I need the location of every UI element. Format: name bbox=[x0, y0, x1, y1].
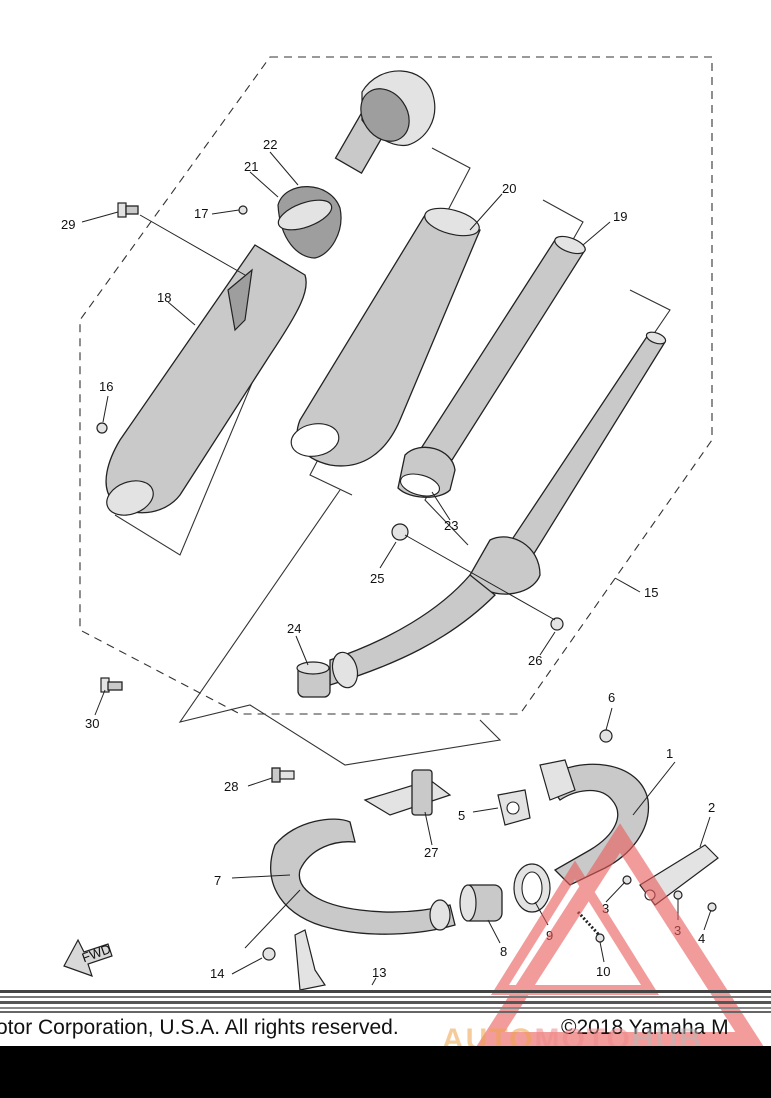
bolt-4-icon bbox=[707, 902, 717, 912]
callout-23: 23 bbox=[444, 518, 458, 533]
callout-28: 28 bbox=[224, 779, 238, 794]
callout-20: 20 bbox=[502, 181, 516, 196]
callout-16: 16 bbox=[99, 379, 113, 394]
callout-29: 29 bbox=[61, 217, 75, 232]
callout-7: 7 bbox=[214, 873, 221, 888]
front-pipe-7 bbox=[270, 818, 456, 935]
callout-8: 8 bbox=[500, 944, 507, 959]
callout-1: 1 bbox=[666, 746, 673, 761]
muffler-cover-18 bbox=[105, 244, 307, 516]
callout-22: 22 bbox=[263, 137, 277, 152]
bolt-16-icon bbox=[96, 422, 108, 434]
sleeve-8 bbox=[459, 884, 503, 922]
leader-lines bbox=[81, 151, 712, 986]
callout-21: 21 bbox=[244, 159, 258, 174]
bolt-30-icon bbox=[100, 677, 123, 693]
footer-copyright: otor Corporation, U.S.A. All rights rese… bbox=[0, 1014, 771, 1046]
callout-2: 2 bbox=[708, 800, 715, 815]
bolt-3b-icon bbox=[673, 890, 683, 900]
link-pipe-15 bbox=[329, 331, 667, 689]
spring-10 bbox=[576, 910, 602, 938]
muffler-body-20 bbox=[290, 207, 481, 467]
callout-6: 6 bbox=[608, 690, 615, 705]
callout-24: 24 bbox=[287, 621, 301, 636]
bracket-27 bbox=[363, 769, 452, 816]
bracket-line-18 bbox=[114, 339, 271, 556]
fwd-arrow-icon: FWD bbox=[63, 938, 113, 977]
bracket-13 bbox=[294, 929, 326, 991]
sleeve-24 bbox=[296, 661, 331, 698]
inner-pipe-19 bbox=[397, 235, 586, 498]
copyright-right: ©2018 Yamaha M bbox=[561, 1016, 729, 1039]
gasket-5 bbox=[497, 789, 531, 826]
copyright-left: otor Corporation, U.S.A. All rights rese… bbox=[0, 1016, 399, 1039]
callout-15: 15 bbox=[644, 585, 658, 600]
callout-labels: 1 2 3 3 4 5 6 7 8 9 10 13 14 15 16 17 18… bbox=[61, 137, 715, 981]
scan-noise bbox=[0, 990, 771, 1013]
callout-18: 18 bbox=[157, 290, 171, 305]
callout-19: 19 bbox=[613, 209, 627, 224]
bottom-black-bar bbox=[0, 1046, 771, 1098]
bolt-17-icon bbox=[238, 205, 248, 215]
grommet-25-icon bbox=[391, 523, 409, 541]
callout-10: 10 bbox=[596, 964, 610, 979]
callout-17: 17 bbox=[194, 206, 208, 221]
callout-13: 13 bbox=[372, 965, 386, 980]
bolt-14-icon bbox=[262, 947, 276, 961]
clamp-9 bbox=[513, 863, 551, 913]
callout-4: 4 bbox=[698, 931, 705, 946]
callout-26: 26 bbox=[528, 653, 542, 668]
bolt-28-icon bbox=[271, 767, 295, 783]
callout-3a: 3 bbox=[602, 901, 609, 916]
callout-14: 14 bbox=[210, 966, 224, 981]
muffler-group-dashed-outline bbox=[79, 56, 713, 715]
callout-5: 5 bbox=[458, 808, 465, 823]
bolt-26-icon bbox=[550, 617, 564, 631]
muffler-cap-21-22 bbox=[277, 186, 342, 259]
bolt-29-icon bbox=[117, 202, 139, 218]
callout-27: 27 bbox=[424, 845, 438, 860]
end-cap-assembly bbox=[334, 70, 436, 174]
nut-6-icon bbox=[599, 729, 613, 743]
bolt-10-icon bbox=[595, 933, 605, 943]
callout-25: 25 bbox=[370, 571, 384, 586]
bracket-line-24 bbox=[178, 489, 502, 766]
callout-30: 30 bbox=[85, 716, 99, 731]
